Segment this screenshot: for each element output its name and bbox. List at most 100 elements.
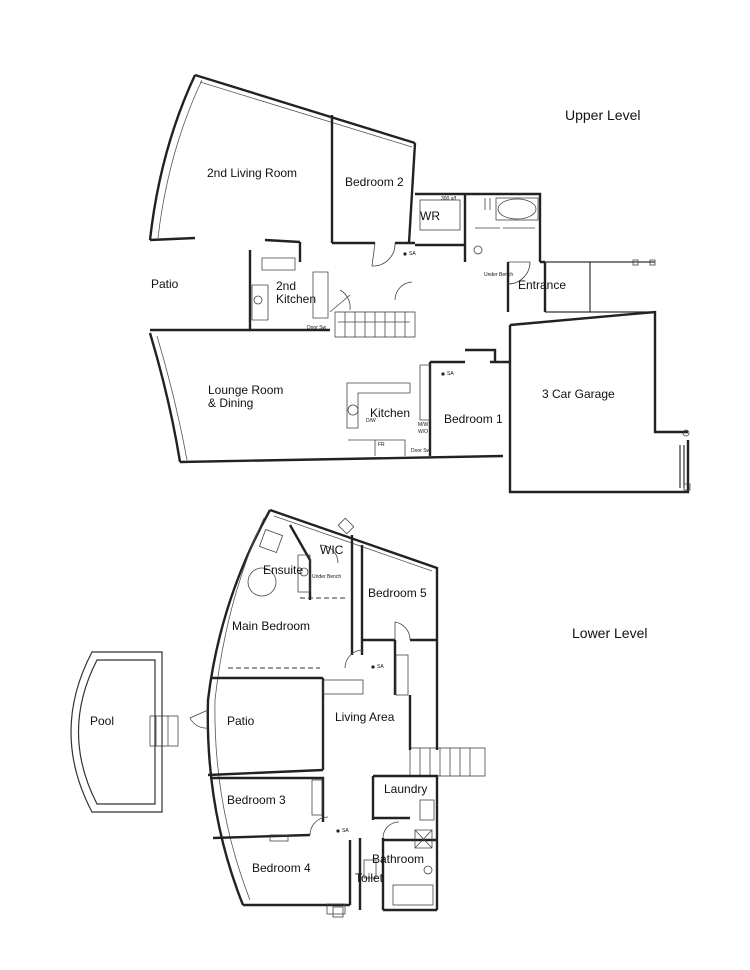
room-2nd-kitchen-1: 2nd: [276, 279, 296, 293]
room-entrance: Entrance: [518, 278, 566, 292]
shower-rose: [473, 245, 483, 255]
bedroom3-robe: [311, 779, 323, 816]
wr-block: [415, 192, 542, 262]
room-kitchen: Kitchen: [370, 406, 410, 420]
kitchen-fr-note: FR: [378, 442, 385, 448]
porch-post-2: [649, 259, 656, 266]
lower-window-box: [337, 517, 355, 535]
lower-stair: [409, 747, 486, 777]
bathroom-basin: [423, 865, 433, 875]
upper-under-bench: Under Bench: [484, 272, 513, 278]
lounge-curved-wall: [148, 332, 182, 463]
upper-sa-dot-1: [403, 252, 407, 256]
bedroom3-walls: [210, 776, 325, 840]
room-garage: 3 Car Garage: [542, 387, 615, 401]
garage-side-rail: [679, 445, 685, 488]
kitchen-sink: [347, 404, 359, 416]
upper-curved-glass-top: [157, 79, 203, 239]
room-laundry: Laundry: [384, 782, 427, 796]
toilet-pan: [363, 859, 377, 879]
upper-curved-wall-top: [148, 74, 197, 241]
room-lounge-1: Lounge Room: [208, 383, 283, 397]
laundry-walls: [371, 774, 439, 910]
bath-tub: [497, 198, 537, 220]
porch-post-1: [632, 259, 639, 266]
upper-sa-dot-2: [441, 372, 445, 376]
kitchen2-bench: [251, 257, 329, 321]
bedroom4-robe: [326, 903, 346, 915]
bedroom1-mw-note: M/W: [418, 422, 429, 428]
lower-under-bench: Under Bench: [312, 574, 341, 580]
bath-tub-frame: [495, 197, 539, 221]
laundry-bench: [419, 799, 435, 821]
hall-stair: [334, 311, 416, 338]
kitchen2-sink: [253, 295, 263, 305]
kitchen2-door-note: Door Sw: [307, 325, 327, 331]
room-2nd-kitchen-2: Kitchen: [276, 292, 316, 306]
wr-size-note: 300 x/f: [441, 196, 457, 202]
bedroom5-door: [394, 621, 411, 641]
lower-sa-2: SA: [342, 828, 349, 834]
bedroom1-robe: [419, 364, 431, 421]
ensuite-tub: [247, 567, 277, 597]
lower-east-wall: [408, 658, 439, 750]
room-bedroom-1: Bedroom 1: [444, 412, 503, 426]
lower-patio-bottom-wall: [207, 768, 324, 777]
garage-corner: [682, 429, 690, 437]
living-cabinet: [322, 679, 364, 695]
garage-post: [683, 483, 691, 491]
lower-sa-1: SA: [377, 664, 384, 670]
lower-window-box-2: [332, 906, 344, 918]
room-wr: WR: [420, 209, 440, 223]
room-ensuite: Ensuite: [263, 563, 303, 577]
lower-level-title: Lower Level: [572, 625, 648, 641]
lower-sa-dot-1: [371, 665, 375, 669]
lounge-bottom-wall: [179, 454, 504, 464]
kitchen-door-note: Door Sw: [411, 448, 431, 454]
entrance-walls: [506, 260, 547, 312]
kitchen-dw-note: D/W: [366, 418, 376, 424]
room-bathroom: Bathroom: [372, 852, 424, 866]
room-bedroom-4: Bedroom 4: [252, 861, 311, 875]
bath-rails: [475, 198, 535, 229]
upper-level-title: Upper Level: [565, 107, 641, 123]
kitchen2-door-swing: [329, 289, 351, 313]
bedroom5-robe: [395, 654, 409, 696]
lower-sa-dot-2: [336, 829, 340, 833]
upper-top-wall: [194, 73, 416, 145]
lower-top-wall: [269, 508, 439, 658]
room-living-area: Living Area: [335, 710, 395, 724]
lounge-curved-glass: [156, 335, 188, 461]
kitchen-bench: [348, 439, 406, 456]
kitchen-island: [346, 382, 411, 429]
ensuite-basin: [299, 567, 309, 577]
lower-patio-door: [189, 709, 209, 729]
room-pool: Pool: [90, 714, 114, 728]
lower-level-plan: Under Bench SA SA: [70, 508, 648, 918]
bedroom4-window: [269, 834, 289, 842]
bedroom1-walls: [428, 348, 510, 456]
room-main-bedroom: Main Bedroom: [232, 619, 310, 633]
bedroom2-right-wall: [407, 142, 417, 244]
room-2nd-living: 2nd Living Room: [207, 166, 297, 180]
room-bedroom-3: Bedroom 3: [227, 793, 286, 807]
bedroom2-door: [371, 242, 396, 267]
pool-steps: [149, 715, 179, 747]
ensuite-vanity: [297, 554, 311, 593]
room-patio-upper: Patio: [151, 277, 179, 291]
entrance-door: [507, 261, 531, 285]
garage-walls: [508, 310, 690, 494]
pool-outer: [70, 651, 163, 813]
room-bedroom-5: Bedroom 5: [368, 586, 427, 600]
bedroom1-wo-note: W/O: [418, 429, 428, 435]
bedroom3-door: [309, 816, 329, 836]
bathroom-walls: [383, 838, 437, 912]
bedroom5-walls: [362, 638, 437, 695]
toilet-walls: [358, 838, 385, 910]
bathroom-door: [382, 821, 400, 839]
ensuite-shower: [258, 528, 284, 554]
bedroom4-walls: [243, 840, 352, 907]
room-bedroom-2: Bedroom 2: [345, 175, 404, 189]
room-wic: WIC: [320, 543, 344, 557]
